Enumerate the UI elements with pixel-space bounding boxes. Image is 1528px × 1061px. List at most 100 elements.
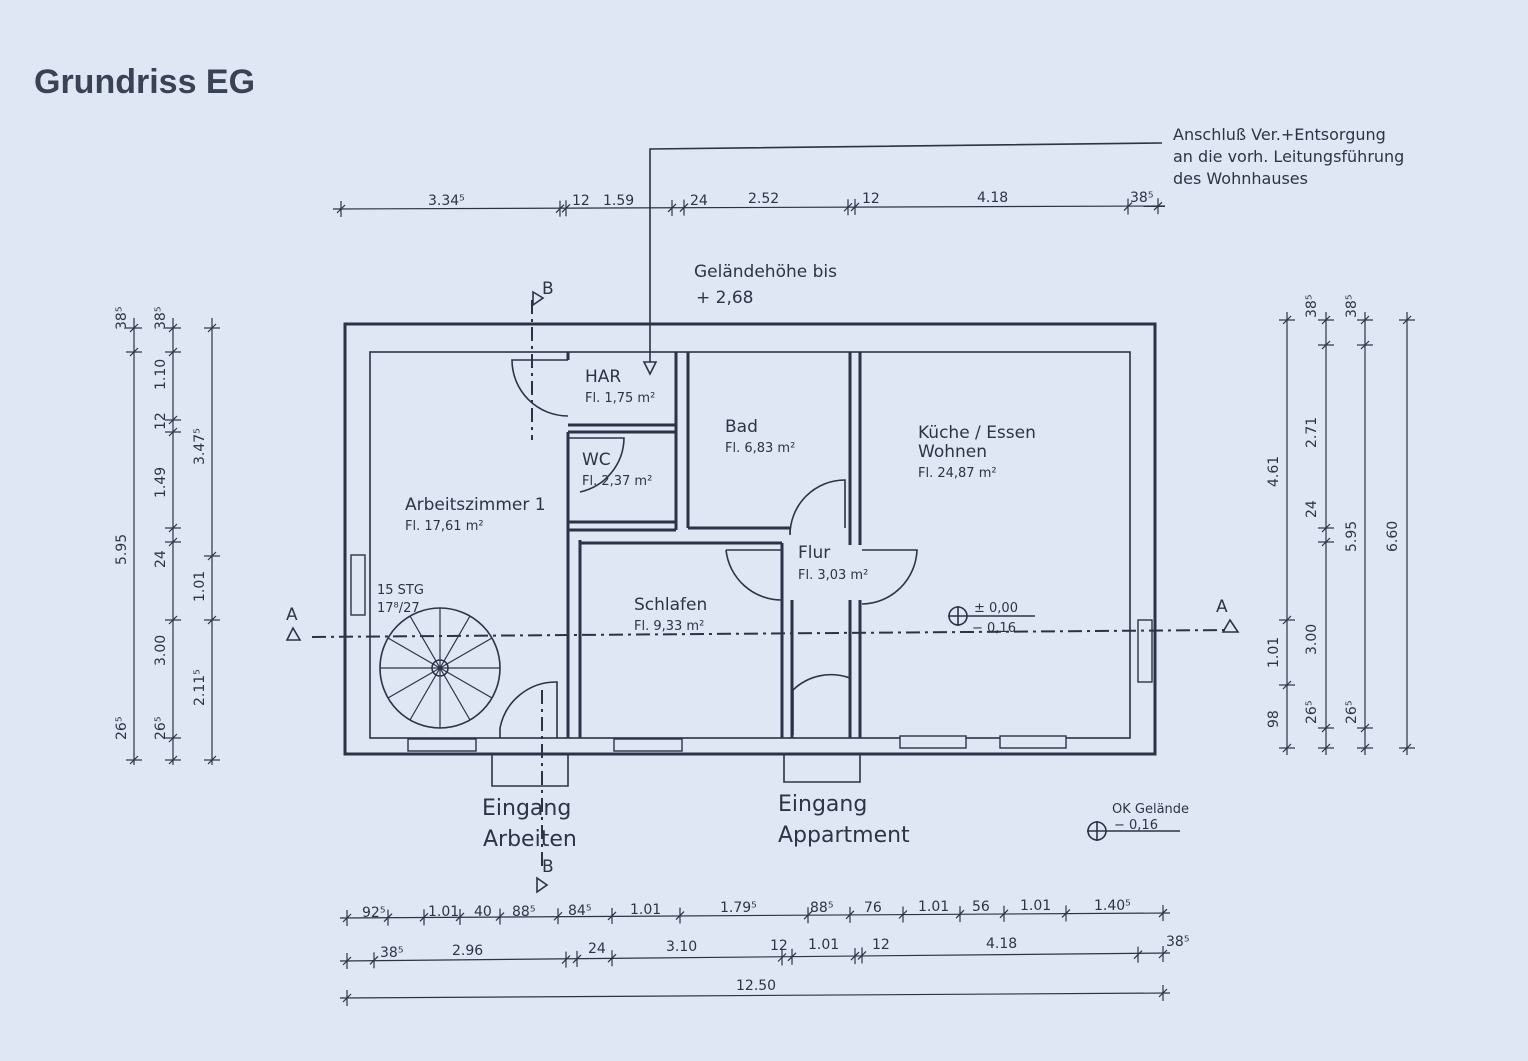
dim-b1-11: 56 xyxy=(972,899,990,915)
dimension-tick-slash xyxy=(845,910,855,920)
dimension-tick-slash xyxy=(850,951,860,961)
dim-b2-9: 38⁵ xyxy=(1166,934,1189,950)
section-lines xyxy=(285,290,1240,894)
dim-top-3: 1.59 xyxy=(603,193,634,209)
room-kueche-area: Fl. 24,87 m² xyxy=(918,466,997,481)
dimension-tick-slash xyxy=(999,909,1009,919)
dim-r4-1: 6.60 xyxy=(1385,521,1401,552)
dim-b2-4: 3.10 xyxy=(666,939,697,955)
dims-bottom-1: 92⁵ 1.01 40 88⁵ 84⁵ 1.01 1.79⁵ 88⁵ 76 1.… xyxy=(362,898,1131,921)
dimension-tick-slash xyxy=(777,953,787,962)
dimension-tick-slash xyxy=(383,913,393,923)
dimension-tick-slash xyxy=(168,755,178,765)
dimension-tick-slash xyxy=(1282,315,1292,325)
supply-note-line-2: an die vorh. Leitungsführung xyxy=(1173,147,1404,166)
dim-r1-3: 98 xyxy=(1266,710,1282,728)
section-b-top: B xyxy=(542,279,554,299)
room-wc-area: Fl. 2,37 m² xyxy=(582,474,652,489)
dimension-tick-slash xyxy=(803,910,813,920)
dims-left: 38⁵ 5.95 26⁵ 38⁵ 1.10 12 1.49 24 3.00 26… xyxy=(114,307,208,740)
dim-b1-2: 1.01 xyxy=(428,904,459,920)
dimension-tick-slash xyxy=(553,911,563,921)
dim-l3-1: 3.47⁵ xyxy=(192,428,208,465)
dimension-tick-slash xyxy=(1158,988,1168,998)
dimension-tick-slash xyxy=(1061,909,1071,918)
dim-r2-4: 3.00 xyxy=(1304,624,1320,655)
level-bottom: − 0,16 xyxy=(972,621,1016,636)
dims-bottom-2: 38⁵ 2.96 24 3.10 12 1.01 12 4.18 38⁵ xyxy=(380,934,1189,961)
dimension-tick-slash xyxy=(369,955,379,965)
dimension-tick-slash xyxy=(129,347,139,357)
dimension-tick-slash xyxy=(1402,315,1412,325)
dimension-tick-slash xyxy=(1282,743,1292,753)
dimension-tick-slash xyxy=(168,733,178,743)
dim-l3-3: 2.11⁵ xyxy=(192,669,208,706)
dim-l2-2: 1.10 xyxy=(153,359,169,390)
dimension-tick-slash xyxy=(787,952,797,962)
room-har-name: HAR xyxy=(585,367,621,387)
dim-l2-5: 24 xyxy=(153,550,169,568)
room-schlafen-area: Fl. 9,33 m² xyxy=(634,619,704,634)
dim-r2-2: 2.71 xyxy=(1304,417,1320,448)
dimension-tick-slash xyxy=(1321,315,1331,325)
dimension-tick-slash xyxy=(572,954,582,964)
spiral-stair xyxy=(379,607,501,729)
dim-r3-1: 38⁵ xyxy=(1344,295,1360,318)
entrance-arbeiten-line-2: Arbeiten xyxy=(483,827,577,852)
stairs-count: 15 STG xyxy=(377,583,424,598)
dim-l2-3: 12 xyxy=(153,412,169,430)
dim-top-7: 4.18 xyxy=(977,190,1008,206)
terrain-note-line-1: Geländehöhe bis xyxy=(694,262,837,282)
dim-r2-3: 24 xyxy=(1304,500,1320,518)
dimension-tick-slash xyxy=(1123,202,1133,211)
ok-gelaende-label: OK Gelände xyxy=(1112,802,1189,817)
dim-b1-3: 40 xyxy=(474,904,492,920)
dimension-tick-slash xyxy=(129,323,139,333)
dim-top-5: 2.52 xyxy=(748,191,779,207)
dim-r2-1: 38⁵ xyxy=(1304,295,1320,318)
dimension-tick-slash xyxy=(955,909,965,919)
dimension-tick-slash xyxy=(843,202,853,212)
supply-note-line-1: Anschluß Ver.+Entsorgung xyxy=(1173,125,1386,144)
dimension-tick-slash xyxy=(850,202,860,212)
supply-note: Anschluß Ver.+Entsorgung an die vorh. Le… xyxy=(1173,125,1404,188)
dimension-tick-slash xyxy=(129,755,139,765)
dimension-tick-slash xyxy=(1321,523,1331,533)
dim-l2-6: 3.00 xyxy=(153,635,169,666)
dimension-tick-slash xyxy=(495,912,505,922)
ok-marker xyxy=(1087,821,1180,841)
dim-l1-1: 38⁵ xyxy=(114,307,130,330)
room-bad-name: Bad xyxy=(725,417,758,437)
dimension-tick-slash xyxy=(898,910,908,919)
dim-r1-1: 4.61 xyxy=(1266,456,1282,487)
dim-b1-8: 88⁵ xyxy=(810,900,833,916)
dimension-tick-slash xyxy=(561,203,571,213)
dim-b1-5: 84⁵ xyxy=(568,903,591,919)
room-bad-area: Fl. 6,83 m² xyxy=(725,441,795,456)
dim-r2-5: 26⁵ xyxy=(1304,701,1320,724)
dim-r3-2: 5.95 xyxy=(1344,521,1360,552)
dimension-tick-slash xyxy=(207,755,217,765)
dimension-tick-slash xyxy=(207,323,217,333)
dimension-tick-slash xyxy=(555,204,565,214)
dim-l2-7: 26⁵ xyxy=(153,717,169,740)
dimension-tick-slash xyxy=(607,953,617,963)
dimension-tick-slash xyxy=(168,347,178,357)
plan-title: Grundriss EG xyxy=(34,63,255,101)
dimension-tick-slash xyxy=(1321,723,1331,733)
dimension-tick-slash xyxy=(1321,340,1331,350)
dimension-ticks xyxy=(126,198,1415,1006)
entrance-appartment-line-2: Appartment xyxy=(778,823,910,848)
dim-top-1: 3.34⁵ xyxy=(428,193,465,209)
dim-b1-4: 88⁵ xyxy=(512,904,535,920)
dim-top-8: 38⁵ xyxy=(1130,190,1153,206)
dimension-tick-slash xyxy=(168,615,178,625)
windows xyxy=(350,554,1153,752)
dimension-tick-slash xyxy=(336,204,346,214)
dim-l2-1: 38⁵ xyxy=(153,307,169,330)
dimension-tick-slash xyxy=(1158,908,1168,918)
entrance-arbeiten-line-1: Eingang xyxy=(482,796,571,821)
dimension-tick-slash xyxy=(1360,743,1370,753)
dim-r3-3: 26⁵ xyxy=(1344,701,1360,724)
doors xyxy=(491,359,918,787)
